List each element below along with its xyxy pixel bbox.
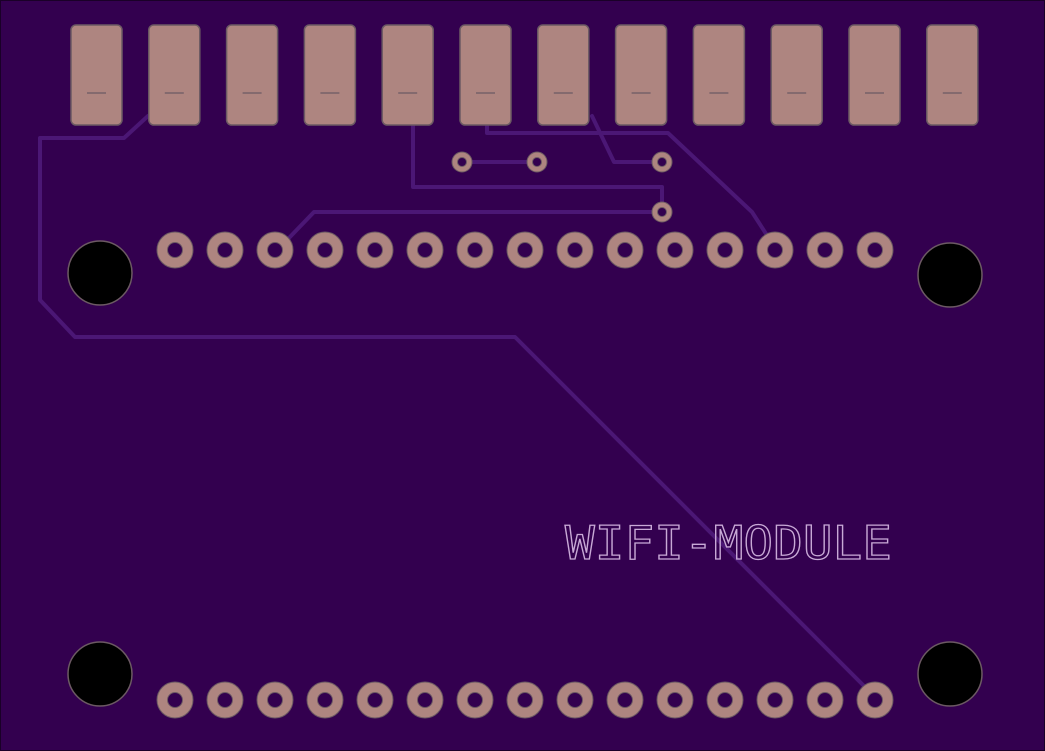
header-pin-drill — [217, 242, 233, 258]
edge-pad — [537, 24, 590, 126]
header-pin-drill — [317, 692, 333, 708]
header-pin-drill — [717, 692, 733, 708]
edge-connector-pads — [70, 24, 979, 126]
via-drill — [657, 207, 667, 217]
header-pin-drill — [667, 242, 683, 258]
header-pin-drill — [867, 242, 883, 258]
header-pin-drill — [817, 242, 833, 258]
edge-pad — [926, 24, 979, 126]
header-pin-drill — [567, 692, 583, 708]
mounting-hole — [67, 641, 133, 707]
header-pin-drill — [667, 692, 683, 708]
header-pin-drill — [267, 242, 283, 258]
via-drill — [457, 157, 467, 167]
trace-route-left-loop — [38, 114, 877, 699]
via-drill — [532, 157, 542, 167]
header-pin-drill — [567, 242, 583, 258]
trace-pad5-via — [411, 123, 664, 214]
edge-pad — [148, 24, 201, 126]
header-pin-drill — [617, 692, 633, 708]
header-pin-drill — [717, 242, 733, 258]
header-pin-drill — [617, 242, 633, 258]
header-pin-drill — [217, 692, 233, 708]
header-pin-drill — [467, 242, 483, 258]
header-pin-drill — [267, 692, 283, 708]
mounting-hole — [917, 242, 983, 308]
mounting-hole — [67, 240, 133, 306]
mounting-hole — [917, 641, 983, 707]
header-pin-drill — [817, 692, 833, 708]
edge-pad — [303, 24, 357, 126]
via-group — [451, 151, 673, 223]
header-pin-drill — [467, 692, 483, 708]
trace-pad6-header — [485, 123, 772, 242]
header-pin-drill — [767, 692, 783, 708]
header-pin-drill — [167, 692, 183, 708]
header-pin-drill — [517, 692, 533, 708]
header-pin-drill — [867, 692, 883, 708]
header-pin-drill — [367, 242, 383, 258]
edge-pad — [381, 24, 434, 126]
silkscreen-label: WIFI-MODULE — [565, 516, 892, 570]
edge-pad — [70, 24, 123, 126]
via-drill — [657, 157, 667, 167]
header-pin-drill — [167, 242, 183, 258]
edge-pad — [848, 24, 901, 126]
edge-pad — [614, 24, 668, 126]
header-top-row — [156, 231, 894, 269]
header-pin-drill — [517, 242, 533, 258]
header-pin-drill — [417, 242, 433, 258]
header-pin-drill — [417, 692, 433, 708]
header-bottom-row — [156, 681, 894, 719]
trace-layer — [38, 114, 877, 699]
edge-pad — [770, 24, 823, 126]
header-pin-drill — [367, 692, 383, 708]
trace-pad7-via — [590, 114, 664, 164]
edge-pad — [459, 24, 512, 126]
trace-via-to-header — [285, 210, 664, 242]
mounting-holes — [67, 240, 983, 707]
header-pin-drill — [317, 242, 333, 258]
header-pin-drill — [767, 242, 783, 258]
edge-pad — [225, 24, 279, 126]
edge-pad — [692, 24, 746, 126]
